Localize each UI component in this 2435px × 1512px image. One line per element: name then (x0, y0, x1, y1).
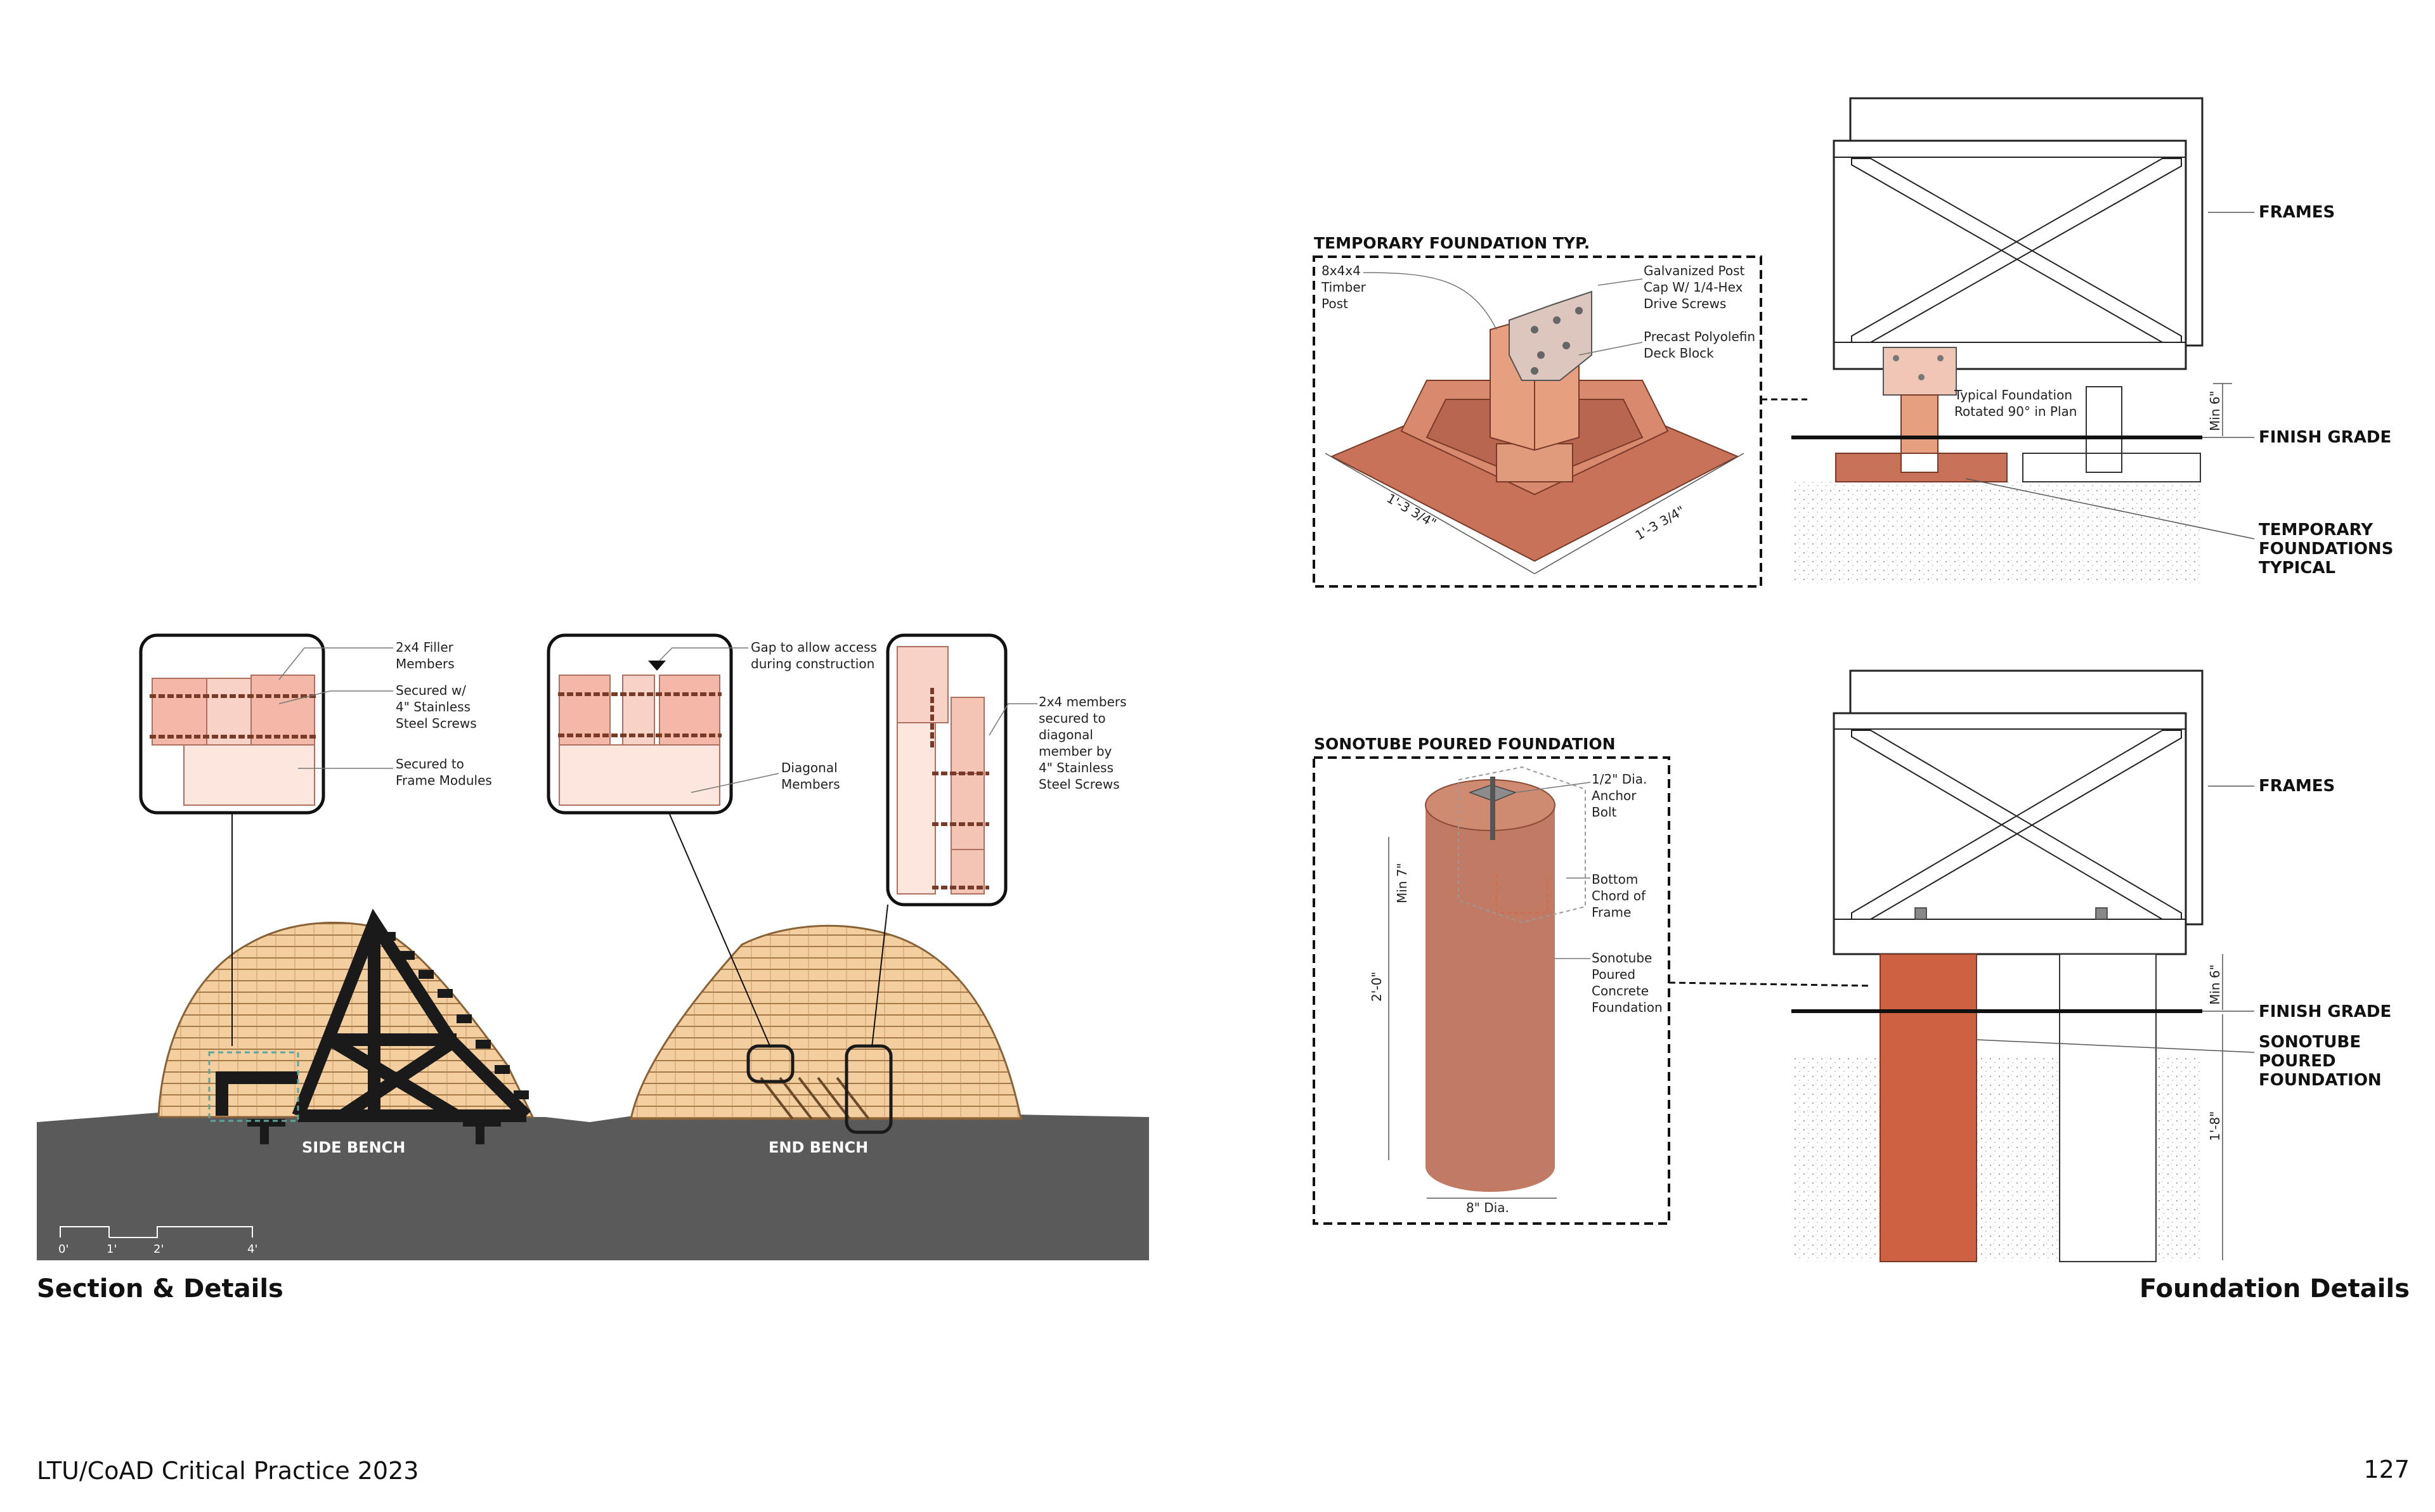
detail-box-filler (139, 633, 325, 1046)
elev-post (1900, 394, 1938, 454)
ground-section (37, 1113, 1149, 1260)
callout-filler: 2x4 Filler Members (396, 640, 457, 671)
elev-top-min6: Min 6" (2207, 391, 2223, 431)
label-timber-post: 8x4x4 Timber Post (1321, 263, 1370, 311)
label-bottom-chord: Bottom Chord of Frame (1592, 872, 1649, 920)
elev-deck-block (1835, 453, 2008, 482)
scale-tick-1: 1' (107, 1243, 117, 1256)
sonotube-pier (1880, 953, 1977, 1262)
leaders-3 (989, 703, 1037, 736)
callout-members: 2x4 members secured to diagonal member b… (1039, 694, 1131, 792)
temporary-foundation-detail: TEMPORARY FOUNDATION TYP. 1'-3 3/4" 1'-3… (1313, 234, 1807, 588)
leaders-2 (659, 647, 779, 793)
label-frames-bottom: FRAMES (2259, 777, 2335, 796)
section-drawing: SIDE BENCH END BENCH 0' 1' 2' 4' 2x4 (37, 633, 1149, 1260)
foundation-title: Foundation Details (2139, 1274, 2410, 1303)
elev-bottom-min6: Min 6" (2207, 964, 2223, 1005)
sonotube-title: SONOTUBE POURED FOUNDATION (1314, 735, 1616, 753)
callout-secured: Secured w/ 4" Stainless Steel Screws (396, 683, 477, 731)
callout-diagonal: Diagonal Members (781, 760, 841, 792)
dim-diameter: 8" Dia. (1466, 1200, 1509, 1215)
dim-min7: Min 7" (1394, 863, 1410, 903)
side-bench-label: SIDE BENCH (302, 1139, 405, 1156)
label-finish-grade-top: FINISH GRADE (2259, 428, 2391, 447)
side-bench-timber (157, 921, 535, 1118)
leaders-1 (278, 647, 393, 769)
end-bench-callout-ring-2 (845, 1044, 893, 1134)
sonotube-cylinder (1425, 805, 1555, 1166)
side-bench-frame (216, 908, 531, 1122)
temporary-foundation-title: TEMPORARY FOUNDATION TYP. (1314, 234, 1590, 252)
elevation-sonotube: Min 6" 1'-8" FRAMES FINISH GRADE SONOTUB… (1791, 669, 2391, 1262)
galvanized-post-cap (1509, 290, 1592, 381)
scale-tick-2: 2' (153, 1243, 164, 1256)
end-bench-timber (630, 924, 1022, 1120)
scale-tick-0: 0' (58, 1243, 68, 1256)
dim-height: 2'-0" (1369, 972, 1384, 1002)
callout-frame-modules: Secured to Frame Modules (396, 756, 492, 788)
label-deck-block: Precast Polyolefin Deck Block (1644, 329, 1759, 361)
end-bench-label: END BENCH (769, 1139, 868, 1156)
elev-post-cap (1883, 347, 1957, 396)
page-number: 127 (2363, 1456, 2410, 1483)
elev-bottom-depth: 1'-8" (2207, 1111, 2223, 1141)
sonotube-foundation-detail: SONOTUBE POURED FOUNDATION Min 7" 2'-0" … (1313, 735, 1871, 1225)
detail-box-gap (547, 633, 771, 1048)
end-bench-diagonals (760, 1076, 870, 1120)
footer-left: LTU/CoAD Critical Practice 2023 (37, 1457, 419, 1485)
label-foundation-note: Typical Foundation Rotated 90° in Plan (1954, 387, 2077, 419)
side-bench-highlight (208, 1051, 299, 1122)
dim-right: 1'-3 3/4" (1633, 503, 1687, 543)
label-post-cap: Galvanized Post Cap W/ 1/4-Hex Drive Scr… (1644, 263, 1749, 311)
scale-tick-4: 4' (247, 1243, 257, 1256)
label-finish-grade-bottom: FINISH GRADE (2259, 1002, 2391, 1021)
label-sonotube-elev: SONOTUBE POURED FOUNDATION (2259, 1033, 2382, 1090)
detail-box-members (871, 633, 1008, 1048)
callout-gap: Gap to allow access during construction (751, 640, 881, 671)
elevation-temporary: Min 6" FRAMES FINISH GRADE TEMPORARY FOU… (1791, 97, 2399, 583)
scale-bar (60, 1226, 253, 1238)
label-anchor-bolt: 1/2" Dia. Anchor Bolt (1592, 772, 1651, 820)
label-temp-foundations: TEMPORARY FOUNDATIONS TYPICAL (2259, 520, 2399, 578)
label-frames-top: FRAMES (2259, 203, 2335, 222)
label-sonotube: Sonotube Poured Concrete Foundation (1592, 950, 1663, 1015)
section-title: Section & Details (37, 1274, 283, 1303)
